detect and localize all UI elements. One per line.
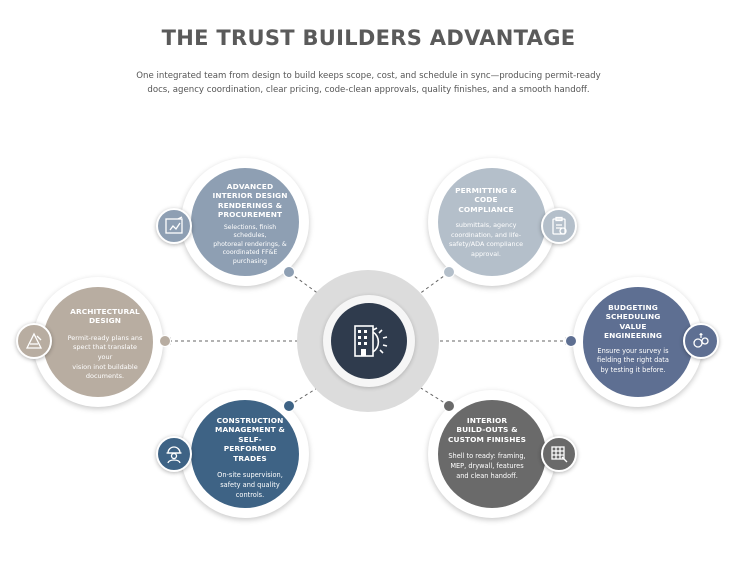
worker-helmet-icon-badge (156, 436, 192, 472)
subtitle-line: One integrated team from design to build… (136, 71, 601, 81)
tile-trowel-icon (551, 446, 568, 463)
heading-line: CUSTOM FINISHES (447, 434, 527, 444)
node-body: Shell to ready: framing, MEP, drywall, f… (448, 452, 525, 481)
body-line: documents. (85, 372, 125, 381)
body-line: Permit-ready plans ans (67, 333, 143, 342)
subtitle-line: docs, agency coordination, clear pricing… (147, 85, 590, 95)
heading-line: BUILD-OUTS & (456, 425, 518, 435)
heading-line: INTERIOR (466, 416, 508, 425)
heading-line: ARCHITECTURAL (70, 307, 140, 316)
node-permitting: PERMITTING & CODE COMPLIANCE submittals,… (428, 158, 556, 286)
heading-line: RENDERINGS & (217, 200, 283, 210)
body-line: submittals, agency (455, 221, 517, 230)
node-budgeting: BUDGETING SCHEDULING VALUE ENGINEERING E… (573, 277, 703, 407)
heading-line: ADVANCED (226, 182, 274, 191)
body-line: approval. (471, 250, 501, 258)
body-line: Ensure your survey is (597, 346, 669, 355)
dollar-gears-icon (693, 333, 709, 348)
heading-line: DESIGN (88, 316, 122, 326)
body-line: spect that translate your (72, 343, 137, 361)
node-body: Selections, finish schedules, photoreal … (211, 224, 289, 267)
heading-line: PERFORMED TRADES (223, 444, 277, 463)
connector-dot (283, 266, 295, 278)
body-line: coordinated FF&E (222, 249, 278, 257)
dollar-gears-icon-badge (683, 323, 719, 359)
body-line: controls. (235, 490, 265, 499)
body-line: safety and quality (220, 480, 280, 489)
body-line: and clean handoff. (456, 471, 518, 480)
node-body: Ensure your survey is fielding the right… (597, 347, 669, 376)
body-line: fielding the right data (597, 356, 669, 365)
body-line: photoreal renderings, & (213, 240, 287, 248)
building-gear-icon (354, 325, 388, 357)
body-line: safety/ADA compliance (448, 240, 524, 249)
clipboard-check-icon (552, 216, 567, 235)
node-interior-design: ADVANCED INTERIOR DESIGN RENDERINGS & PR… (181, 158, 309, 286)
worker-helmet-icon (166, 446, 182, 464)
heading-line: CODE COMPLIANCE (458, 195, 514, 214)
connector-dot (159, 335, 171, 347)
node-architectural: ARCHITECTURAL DESIGN Permit-ready plans … (33, 277, 163, 407)
heading-line: BUDGETING (608, 303, 658, 312)
drafting-tools-icon-badge (16, 323, 52, 359)
blueprint-icon-badge (156, 208, 192, 244)
connector-dot (443, 266, 455, 278)
page-subtitle: One integrated team from design to build… (70, 69, 667, 97)
node-disk: ARCHITECTURAL DESIGN Permit-ready plans … (43, 287, 153, 397)
connector-dot (283, 400, 295, 412)
node-construction: CONSTRUCTION MANAGEMENT & SELF- PERFORME… (181, 390, 309, 518)
heading-line: SCHEDULING (605, 312, 661, 322)
body-line: Shell to ready: framing, (448, 452, 526, 461)
drafting-tools-icon (25, 332, 43, 349)
page-title: THE TRUST BUILDERS ADVANTAGE (161, 26, 576, 50)
tile-trowel-icon-badge (541, 436, 577, 472)
node-disk: INTERIOR BUILD-OUTS & CUSTOM FINISHES Sh… (438, 400, 546, 508)
connector-dot (443, 400, 455, 412)
clipboard-check-icon-badge (541, 208, 577, 244)
node-body: Permit-ready plans ans spect that transl… (65, 334, 145, 382)
body-line: coordination, and life- (450, 230, 522, 239)
node-heading: INTERIOR BUILD-OUTS & CUSTOM FINISHES (448, 416, 526, 444)
heading-line: CONSTRUCTION (216, 416, 284, 425)
node-heading: ARCHITECTURAL DESIGN (70, 307, 140, 326)
node-disk: CONSTRUCTION MANAGEMENT & SELF- PERFORME… (191, 400, 299, 508)
node-disk: BUDGETING SCHEDULING VALUE ENGINEERING E… (583, 287, 693, 397)
body-line: purchasing (232, 258, 268, 265)
body-line: Selections, finish schedules, (223, 223, 277, 240)
node-disk: PERMITTING & CODE COMPLIANCE submittals,… (438, 168, 546, 276)
node-body: submittals, agency coordination, and lif… (449, 221, 523, 259)
body-line: MEP, drywall, features (450, 462, 524, 471)
node-heading: BUDGETING SCHEDULING VALUE ENGINEERING (591, 303, 675, 341)
node-heading: PERMITTING & CODE COMPLIANCE (448, 186, 524, 214)
body-line: by testing it before. (600, 366, 666, 375)
body-line: vision inot buildable (72, 362, 138, 371)
heading-line: INTERIOR DESIGN (212, 191, 288, 201)
heading-line: VALUE ENGINEERING (603, 321, 663, 341)
connector-dot (565, 335, 577, 347)
blueprint-icon (165, 216, 183, 234)
node-heading: CONSTRUCTION MANAGEMENT & SELF- PERFORME… (207, 416, 293, 463)
heading-line: PERMITTING & (455, 186, 517, 195)
node-heading: ADVANCED INTERIOR DESIGN RENDERINGS & PR… (212, 182, 287, 220)
node-disk: ADVANCED INTERIOR DESIGN RENDERINGS & PR… (191, 168, 299, 276)
heading-line: MANAGEMENT & SELF- (215, 425, 285, 444)
node-body: On-site supervision, safety and quality … (217, 471, 283, 500)
body-line: On-site supervision, (217, 471, 283, 480)
heading-line: PROCUREMENT (217, 210, 283, 220)
hub-core (331, 303, 407, 379)
